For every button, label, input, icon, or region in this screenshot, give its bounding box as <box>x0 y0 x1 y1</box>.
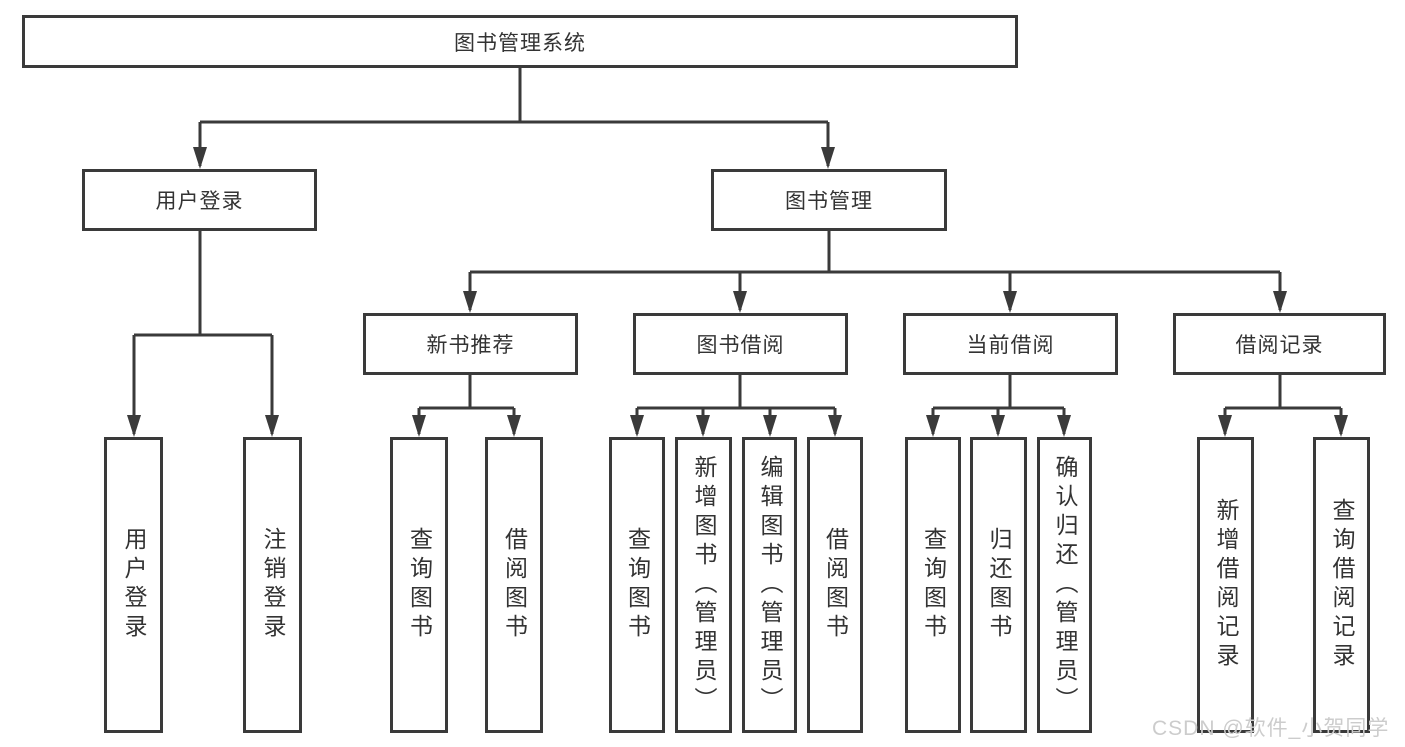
node-current-borrow: 当前借阅 <box>903 313 1118 375</box>
node-library-system-label: 图书管理系统 <box>454 31 586 55</box>
leaf-user-login: 用户登录 <box>104 437 163 733</box>
node-book-management: 图书管理 <box>711 169 947 231</box>
leaf-add-borrow-record: 新增借阅记录 <box>1197 437 1254 733</box>
leaf-return-books-label: 归还图书 <box>986 527 1012 643</box>
leaf-user-login-label: 用户登录 <box>121 527 147 643</box>
leaf-borrow-books-label: 借阅图书 <box>822 527 849 643</box>
node-borrow-records-label: 借阅记录 <box>1235 334 1324 357</box>
leaf-query-books-borrow: 查询图书 <box>609 437 665 733</box>
leaf-add-books-admin-label: 新增图书（管理员） <box>691 454 717 716</box>
leaf-query-books-current: 查询图书 <box>905 437 961 733</box>
leaf-query-books-current-label: 查询图书 <box>920 527 947 643</box>
leaf-confirm-return-admin: 确认归还（管理员） <box>1037 437 1092 733</box>
leaf-query-borrow-record-label: 查询借阅记录 <box>1329 498 1355 672</box>
node-new-book-recommend: 新书推荐 <box>363 313 578 375</box>
leaf-query-books-recommend-label: 查询图书 <box>406 527 433 643</box>
leaf-confirm-return-admin-label: 确认归还（管理员） <box>1052 454 1078 716</box>
leaf-add-borrow-record-label: 新增借阅记录 <box>1213 498 1239 672</box>
leaf-query-books-recommend: 查询图书 <box>390 437 448 733</box>
node-borrow-records: 借阅记录 <box>1173 313 1386 375</box>
leaf-logout: 注销登录 <box>243 437 302 733</box>
node-new-book-recommend-label: 新书推荐 <box>426 334 515 357</box>
leaf-borrow-books-recommend: 借阅图书 <box>485 437 543 733</box>
leaf-query-books-borrow-label: 查询图书 <box>624 527 651 643</box>
leaf-return-books: 归还图书 <box>970 437 1027 733</box>
node-book-management-label: 图书管理 <box>785 190 873 213</box>
leaf-edit-books-admin: 编辑图书（管理员） <box>742 437 797 733</box>
leaf-borrow-books: 借阅图书 <box>807 437 863 733</box>
node-library-system: 图书管理系统 <box>22 15 1018 68</box>
leaf-query-borrow-record: 查询借阅记录 <box>1313 437 1370 733</box>
node-book-borrow-label: 图书借阅 <box>696 334 785 357</box>
leaf-borrow-books-recommend-label: 借阅图书 <box>501 527 528 643</box>
csdn-watermark: CSDN @软件_小贺同学 <box>1152 717 1390 740</box>
node-user-login-label: 用户登录 <box>155 190 244 213</box>
node-current-borrow-label: 当前借阅 <box>966 334 1055 357</box>
leaf-logout-label: 注销登录 <box>260 527 286 643</box>
leaf-edit-books-admin-label: 编辑图书（管理员） <box>757 454 783 716</box>
node-user-login: 用户登录 <box>82 169 317 231</box>
leaf-add-books-admin: 新增图书（管理员） <box>675 437 732 733</box>
node-book-borrow: 图书借阅 <box>633 313 848 375</box>
